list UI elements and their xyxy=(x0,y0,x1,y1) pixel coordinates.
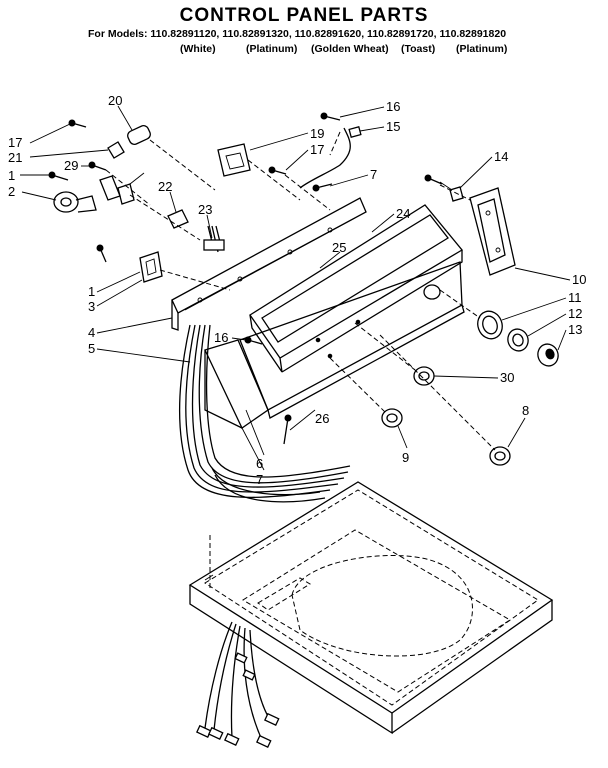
callout-3: 3 xyxy=(88,299,95,314)
callout-1-a: 1 xyxy=(8,168,15,183)
callout-13: 13 xyxy=(568,322,582,337)
callout-16-a: 16 xyxy=(386,99,400,114)
callout-21: 21 xyxy=(8,150,22,165)
callout-7-a: 7 xyxy=(370,167,377,182)
callout-5: 5 xyxy=(88,341,95,356)
callout-20: 20 xyxy=(108,93,122,108)
control-panel-drawing xyxy=(239,204,465,419)
callout-labels: 20 17 21 29 1 2 16 15 19 17 7 14 22 23 2… xyxy=(8,93,586,487)
callout-11: 11 xyxy=(568,290,582,305)
callout-29: 29 xyxy=(64,158,78,173)
model-color-4: (Toast) xyxy=(401,43,436,55)
model-color-3: (Golden Wheat) xyxy=(311,43,389,55)
model-color-2: (Platinum) xyxy=(246,43,298,55)
callout-12: 12 xyxy=(568,306,582,321)
callout-4: 4 xyxy=(88,325,95,340)
knob-30-drawing xyxy=(413,366,435,386)
knob-13-drawing xyxy=(537,343,559,367)
knob-9-drawing xyxy=(381,408,403,428)
callout-16-b: 16 xyxy=(214,330,228,345)
callout-7-b: 7 xyxy=(256,472,263,487)
left-small-parts-drawing xyxy=(48,119,225,283)
callout-9: 9 xyxy=(402,450,409,465)
model-color-5: (Platinum) xyxy=(456,43,508,55)
callout-24: 24 xyxy=(396,206,410,221)
callout-10: 10 xyxy=(572,272,586,287)
switch-14-drawing xyxy=(439,181,464,202)
leader-lines xyxy=(20,105,571,471)
callout-6: 6 xyxy=(256,456,263,471)
models-line: For Models: 110.82891120, 110.82891320, … xyxy=(88,28,507,40)
callout-30: 30 xyxy=(500,370,514,385)
callout-14: 14 xyxy=(494,149,508,164)
knob-8-drawing xyxy=(489,446,511,466)
end-bracket-drawing xyxy=(469,187,516,276)
callout-17-b: 17 xyxy=(310,142,324,157)
callout-15: 15 xyxy=(386,119,400,134)
assembly-lines xyxy=(105,131,496,451)
wiring-harness-drawing xyxy=(178,324,351,749)
knob-12-drawing xyxy=(507,328,529,352)
diagram-title: CONTROL PANEL PARTS xyxy=(179,5,429,26)
model-color-1: (White) xyxy=(180,43,216,55)
callout-2: 2 xyxy=(8,184,15,199)
callout-17: 17 xyxy=(8,135,22,150)
top-cover-drawing xyxy=(188,481,554,735)
console-bracket-drawing xyxy=(171,197,367,331)
callout-19: 19 xyxy=(310,126,324,141)
callout-22: 22 xyxy=(158,179,172,194)
callout-1-b: 1 xyxy=(88,284,95,299)
knob-11-drawing xyxy=(477,310,503,340)
callout-25: 25 xyxy=(332,240,346,255)
callout-23: 23 xyxy=(198,202,212,217)
callout-26: 26 xyxy=(315,411,329,426)
end-cap-drawing xyxy=(204,339,269,429)
callout-8: 8 xyxy=(522,403,529,418)
